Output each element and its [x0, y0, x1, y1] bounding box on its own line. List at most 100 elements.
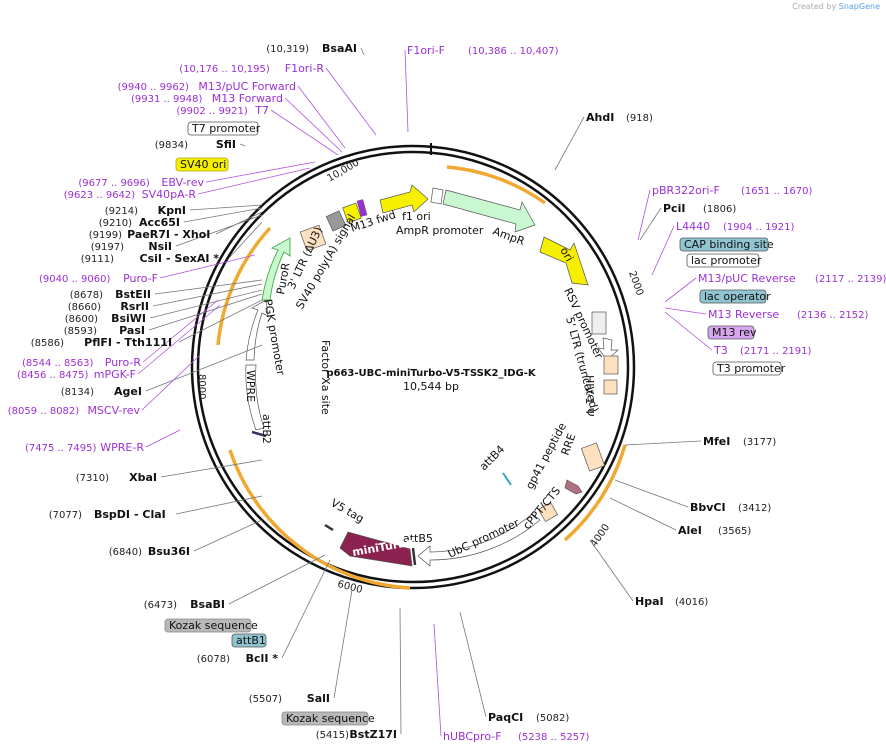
primer-leader — [664, 311, 713, 351]
primer-leader — [637, 189, 651, 241]
lac-promoter-box: lac promoter — [686, 253, 762, 268]
tick-label-4000: 4000 — [589, 522, 613, 549]
tick-label-2000: 2000 — [626, 270, 645, 298]
primer-coord: (1904 .. 1921) — [723, 222, 795, 233]
leader-line — [160, 459, 263, 478]
leader-line — [554, 116, 585, 171]
label-box-bg — [231, 633, 267, 648]
lac-operator-box: lac operator — [699, 289, 771, 304]
site-left-sfii: (9834)SfiI — [155, 138, 236, 151]
orf-arcs — [216, 165, 627, 590]
right-site-labels: AhdI(918)PciI(1806)MfeI(3177)BbvCI(3412)… — [488, 111, 776, 724]
left-site-labels: (10,319)BsaAI(9834)SfiI(9214)KpnI(9210)A… — [31, 42, 397, 741]
site-name: CsiI — [140, 252, 162, 265]
site-coord: (5507) — [249, 694, 282, 705]
ubc-promoter-arrow — [417, 513, 541, 567]
site-coord: (9197) — [91, 242, 124, 253]
sv40-ori-box — [342, 202, 362, 224]
site-coord: (5082) — [536, 713, 569, 724]
site-left-pflfi: (8586)PflFI- Tth111I — [31, 336, 172, 349]
site-coord: (7077) — [49, 510, 82, 521]
leader-line — [399, 607, 402, 735]
site-left-bcli-: (6078)BclI * — [197, 652, 279, 665]
label-box-bg — [712, 361, 782, 376]
site-coord: (918) — [626, 113, 653, 124]
v5-label: V5 tag — [329, 496, 367, 525]
primer-name: EBV-rev — [161, 176, 204, 189]
primer-left-ebv-rev: (9677 .. 9696) EBV-rev — [78, 176, 204, 189]
label-box-text: attB1 — [236, 634, 266, 647]
ltr5-arrow — [597, 337, 619, 361]
site-left-bsiwi: (8600)BsiWI — [65, 312, 146, 325]
site-name: HpaI — [635, 595, 664, 608]
primer-leader — [433, 623, 442, 737]
plasmid-length: 10,544 bp — [403, 380, 459, 393]
leader-line — [281, 559, 331, 659]
site-extra: - Tth111I — [116, 336, 172, 349]
primer-leader — [197, 167, 311, 195]
orf-arc-puror — [216, 226, 272, 346]
primer-name: L4440 — [676, 220, 710, 233]
primer-coord: (9623 .. 9642) — [64, 190, 136, 201]
primer-left-mscv-rev: (8059 .. 8082) MSCV-rev — [8, 404, 141, 417]
leader-line — [614, 479, 689, 508]
site-left-bsteii: (8678)BstEII — [70, 288, 151, 301]
leader-line — [589, 539, 634, 602]
cap-binding-box: CAP binding site — [679, 237, 774, 252]
site-left-kpni: (9214)KpnI — [105, 204, 186, 217]
site-coord: (6473) — [144, 600, 177, 611]
hiv1-psi-box — [603, 355, 619, 375]
label-box-text: M13 rev — [712, 326, 757, 339]
primer-cluster-box — [356, 199, 368, 217]
primer-coord: (2117 .. 2139) — [815, 274, 886, 285]
pgk-label: PGK promoter — [261, 298, 287, 376]
primer-leader — [205, 161, 316, 183]
leader-lines — [137, 47, 713, 737]
site-name: BstZ17I — [349, 728, 397, 741]
f1-ori-box — [430, 187, 444, 205]
primer-coord: (8059 .. 8082) — [8, 406, 80, 417]
label-box-text: lac operator — [704, 290, 771, 303]
pgk-promoter-arrow — [245, 299, 269, 361]
site-name: AleI — [678, 524, 702, 537]
inner-features — [245, 184, 619, 567]
puror-label: PuroR — [274, 261, 292, 295]
label-box-bg — [175, 157, 229, 172]
orf-arc-rre — [563, 444, 627, 542]
site-extra: - ClaI — [134, 508, 166, 521]
attb5-label: attB5 — [403, 532, 433, 545]
primer-coord: (9040 .. 9060) — [39, 274, 111, 285]
primer-name: T3 — [713, 344, 728, 357]
primer-right-f1ori-f: F1ori-F(10,386 .. 10,407) — [407, 44, 559, 57]
plasmid-name: p663-UBC-miniTurbo-V5-TSSK2_IDG-K — [326, 368, 537, 379]
gp41-label: gp41 peptide — [523, 420, 569, 491]
site-left-bsu36i: (6840)Bsu36I — [109, 545, 190, 558]
orf-arc-ampr — [446, 165, 547, 205]
primer-name: T7 — [254, 104, 269, 117]
site-left-pasi: (8593)PasI — [64, 324, 145, 337]
kozak-box-1: Kozak sequence — [164, 618, 258, 633]
primer-leader — [270, 109, 339, 156]
attb2-label: attB2 — [260, 414, 273, 444]
leader-line — [193, 519, 263, 552]
site-coord: (1806) — [703, 204, 736, 215]
site-coord: (8660) — [68, 302, 101, 313]
site-coord: (10,319) — [266, 44, 309, 55]
primer-name: F1ori-R — [285, 62, 325, 75]
site-coord: (9210) — [99, 218, 132, 229]
site-coord: (9214) — [105, 206, 138, 217]
leader-line — [189, 204, 263, 211]
primer-name: MSCV-rev — [87, 404, 140, 417]
site-name: MfeI — [703, 435, 730, 448]
puror-arrow — [261, 237, 291, 301]
primer-coord: (9677 .. 9696) — [78, 178, 150, 189]
attb4-mark — [502, 472, 512, 486]
label-box-bg — [699, 289, 767, 304]
primer-leader — [297, 85, 346, 149]
kozak-box-2: Kozak sequence — [281, 711, 375, 726]
wpre-label: WPRE — [244, 370, 257, 402]
primer-labels: (10,176 .. 10,195)F1ori-R(9940 .. 9962)M… — [8, 44, 886, 743]
site-name: NsiI — [148, 240, 172, 253]
primer-coord: (9940 .. 9962) — [118, 82, 190, 93]
